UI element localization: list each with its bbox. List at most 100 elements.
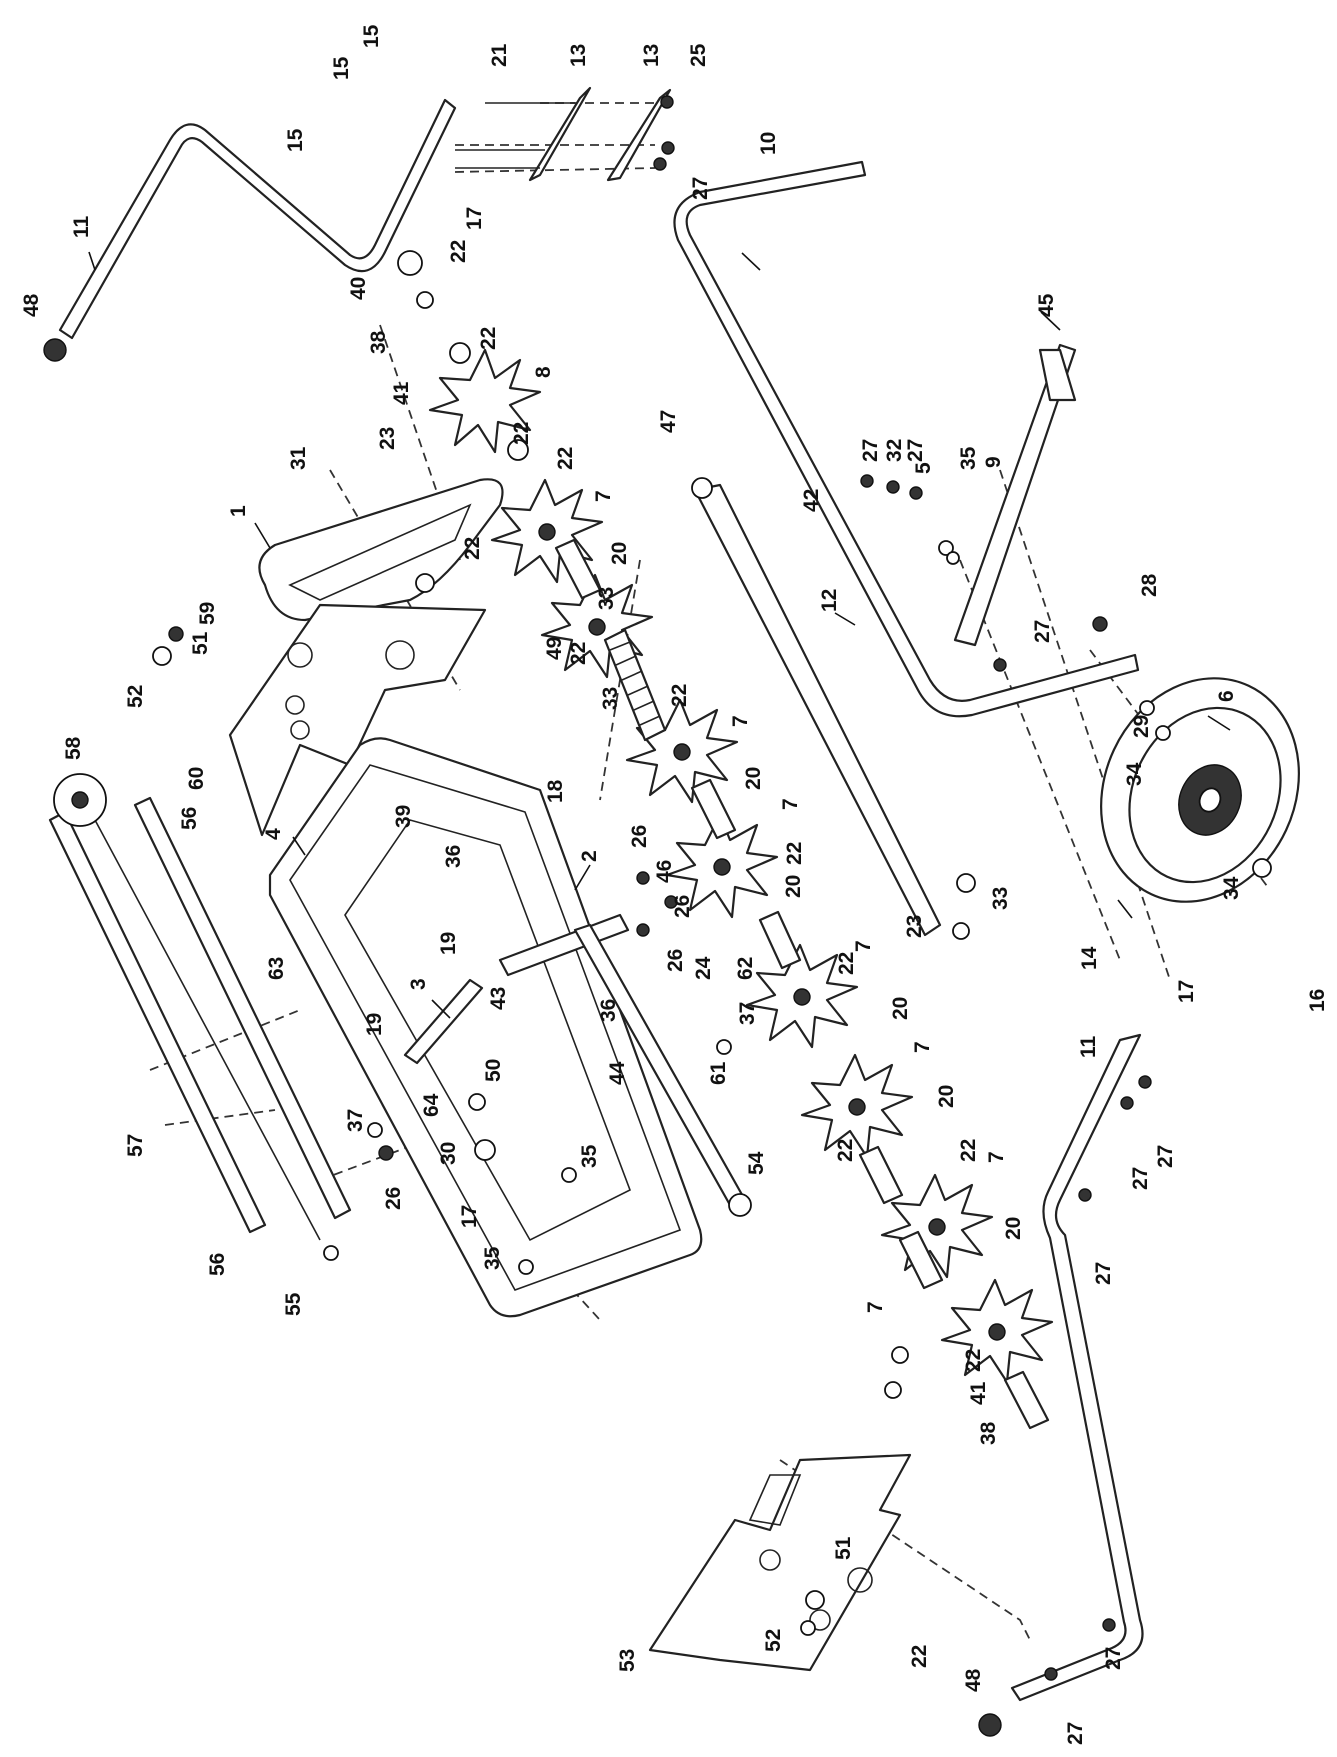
callout-51a: 51 bbox=[189, 631, 212, 655]
callout-1: 1 bbox=[227, 505, 250, 517]
tine-7h bbox=[940, 1278, 1054, 1384]
callout-43: 43 bbox=[487, 987, 510, 1010]
callout-7c: 7 bbox=[779, 798, 802, 810]
callout-57: 57 bbox=[124, 1134, 147, 1157]
callout-58: 58 bbox=[62, 736, 85, 760]
callout-26d: 26 bbox=[382, 1187, 405, 1210]
callout-7f: 7 bbox=[985, 1151, 1008, 1163]
tine-8 bbox=[428, 348, 542, 454]
callout-17c: 17 bbox=[458, 1205, 481, 1228]
callout-64: 64 bbox=[420, 1093, 443, 1117]
callout-52a: 52 bbox=[124, 685, 147, 708]
callout-7e: 7 bbox=[911, 1041, 934, 1053]
callout-16: 16 bbox=[1306, 989, 1329, 1012]
callout-56b: 56 bbox=[206, 1253, 229, 1276]
callout-39: 39 bbox=[392, 805, 415, 828]
callout-22f: 22 bbox=[567, 642, 590, 665]
bushing-41 bbox=[1003, 1370, 1050, 1430]
hopper-frame bbox=[268, 737, 703, 1318]
callout-22b: 22 bbox=[477, 327, 500, 350]
callout-13a: 13 bbox=[567, 44, 590, 67]
callout-35a: 35 bbox=[957, 446, 980, 470]
callout-22j: 22 bbox=[834, 1139, 857, 1162]
bracket-13a bbox=[528, 86, 592, 182]
callout-32: 32 bbox=[883, 439, 906, 462]
callout-leaders bbox=[88, 251, 1231, 1019]
callout-18: 18 bbox=[544, 779, 567, 803]
callout-52b: 52 bbox=[762, 1629, 785, 1652]
callout-5: 5 bbox=[912, 462, 935, 474]
callout-27g: 27 bbox=[1092, 1262, 1115, 1285]
callout-44: 44 bbox=[606, 1061, 629, 1085]
callout-50: 50 bbox=[482, 1059, 505, 1082]
tine-7f bbox=[800, 1053, 914, 1159]
belt-guard bbox=[258, 478, 504, 622]
callout-31: 31 bbox=[287, 446, 310, 470]
callout-29: 29 bbox=[1130, 715, 1153, 738]
callout-22c: 22 bbox=[510, 422, 533, 445]
callout-22k: 22 bbox=[957, 1139, 980, 1162]
callout-41a: 41 bbox=[390, 381, 413, 405]
callout-26b: 26 bbox=[671, 895, 694, 918]
callout-27f: 27 bbox=[1129, 1167, 1152, 1190]
callout-10: 10 bbox=[757, 132, 780, 155]
callout-33a: 33 bbox=[595, 587, 618, 610]
callout-35b: 35 bbox=[578, 1144, 601, 1168]
callout-53: 53 bbox=[616, 1649, 639, 1672]
callout-48a: 48 bbox=[20, 293, 43, 317]
callout-24: 24 bbox=[692, 956, 715, 980]
callout-27d: 27 bbox=[1031, 620, 1054, 643]
callout-37a: 37 bbox=[736, 1002, 759, 1025]
callout-23a: 23 bbox=[376, 427, 399, 450]
callout-17b: 17 bbox=[1175, 980, 1198, 1003]
callout-20f: 20 bbox=[1002, 1217, 1025, 1240]
callout-13b: 13 bbox=[640, 44, 663, 67]
callout-3: 3 bbox=[407, 978, 430, 990]
callout-22e: 22 bbox=[461, 537, 484, 560]
callout-25: 25 bbox=[687, 43, 710, 67]
callout-2: 2 bbox=[578, 850, 601, 862]
callout-7b: 7 bbox=[729, 715, 752, 727]
side-plate-left bbox=[228, 603, 487, 837]
callout-19b: 19 bbox=[363, 1013, 386, 1036]
callout-34b: 34 bbox=[1220, 876, 1243, 900]
upper-handle-right bbox=[673, 160, 1140, 718]
callout-22l: 22 bbox=[962, 1349, 985, 1372]
callout-37b: 37 bbox=[344, 1109, 367, 1132]
roller-shaft bbox=[94, 819, 321, 1241]
callout-59: 59 bbox=[196, 602, 219, 625]
callout-46: 46 bbox=[653, 860, 676, 883]
callout-30: 30 bbox=[437, 1142, 460, 1165]
callout-11b: 11 bbox=[1077, 1035, 1100, 1058]
callout-62: 62 bbox=[734, 957, 757, 980]
callout-22d: 22 bbox=[554, 447, 577, 470]
bracket-13b bbox=[606, 88, 672, 182]
callout-4: 4 bbox=[262, 828, 285, 840]
callout-14: 14 bbox=[1078, 946, 1101, 970]
spacer-20b bbox=[690, 778, 737, 840]
callout-27h: 27 bbox=[1102, 1647, 1125, 1670]
callout-35c: 35 bbox=[481, 1246, 504, 1270]
callout-20b: 20 bbox=[742, 767, 765, 790]
callout-33b: 33 bbox=[599, 687, 622, 710]
callout-34a: 34 bbox=[1123, 762, 1146, 786]
callout-55: 55 bbox=[282, 1292, 305, 1316]
callout-6: 6 bbox=[1215, 690, 1238, 702]
lower-handle bbox=[1010, 1033, 1144, 1702]
callout-19a: 19 bbox=[437, 932, 460, 955]
callout-22g: 22 bbox=[668, 684, 691, 707]
arm-3 bbox=[403, 978, 484, 1065]
callout-45: 45 bbox=[1035, 293, 1058, 317]
handle-end-cap-lower bbox=[978, 1713, 1002, 1737]
callout-28: 28 bbox=[1138, 573, 1161, 597]
callout-54: 54 bbox=[745, 1151, 768, 1175]
callout-15a: 15 bbox=[360, 24, 383, 48]
callout-7a: 7 bbox=[592, 490, 615, 502]
spring bbox=[603, 628, 667, 742]
callout-20c: 20 bbox=[782, 875, 805, 898]
callout-7g: 7 bbox=[864, 1301, 887, 1313]
callout-36a: 36 bbox=[442, 845, 465, 868]
callout-15b: 15 bbox=[330, 56, 353, 80]
callout-27b: 27 bbox=[859, 439, 882, 462]
